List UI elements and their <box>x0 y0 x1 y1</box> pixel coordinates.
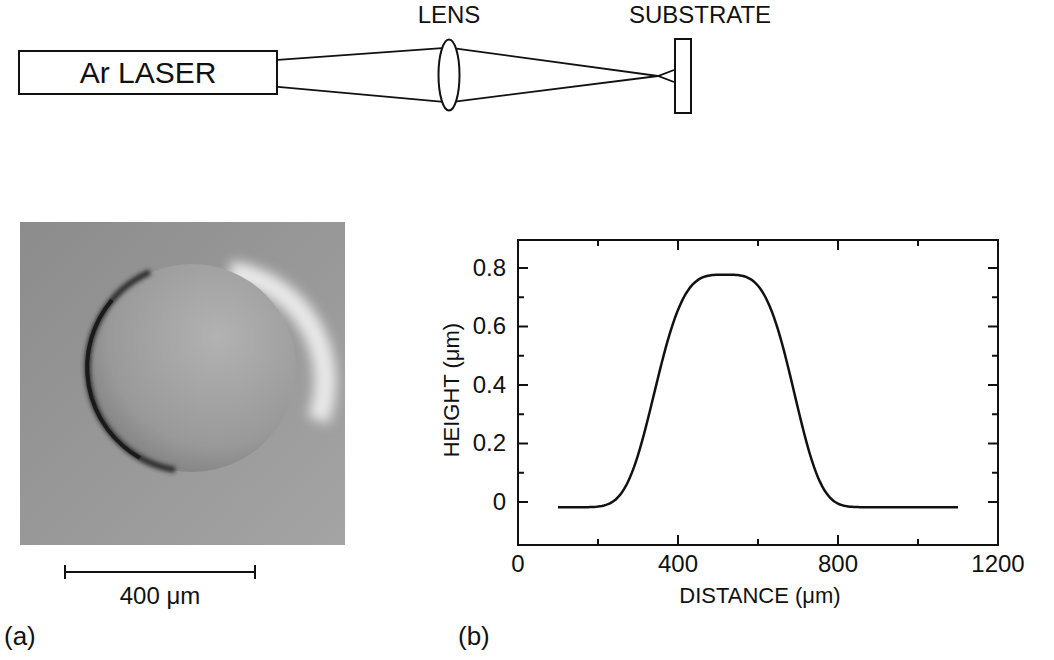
tick-label: 0.6 <box>473 313 506 339</box>
substrate: SUBSTRATE <box>600 0 800 118</box>
dome <box>88 264 296 472</box>
tick-label: 0.2 <box>473 430 506 456</box>
panel-label: (b) <box>458 622 490 651</box>
tick-label: 1200 <box>971 551 1024 577</box>
axis-ticks <box>518 240 998 545</box>
dome-shadow <box>88 272 175 470</box>
height-profile <box>558 275 958 508</box>
part-label: LENS <box>418 2 481 28</box>
box-label: Ar LASER <box>80 56 217 89</box>
scale-label: 400 μm <box>120 583 201 609</box>
axis-title: DISTANCE (μm) <box>679 584 840 608</box>
lens: LENS <box>395 0 503 115</box>
laser-box: Ar LASER <box>18 50 278 95</box>
micrograph <box>20 222 345 545</box>
height-plot <box>518 240 998 545</box>
panel-label: (a) <box>4 622 36 651</box>
tick-label: 0 <box>511 551 524 577</box>
scale-bar <box>65 565 255 579</box>
laser-beam <box>449 48 674 103</box>
tick-label: 800 <box>818 551 858 577</box>
tick-label: 0.4 <box>473 372 506 398</box>
tick-label: 400 <box>658 551 698 577</box>
part-label: SUBSTRATE <box>629 2 771 28</box>
photo-ground <box>20 222 345 545</box>
axis-title: HEIGHT (μm) <box>440 323 464 457</box>
lens-shape <box>437 38 461 112</box>
tick-label: 0.8 <box>473 255 506 281</box>
plot-frame <box>518 240 998 545</box>
tick-label: 0 <box>493 489 506 515</box>
dome-edge <box>87 300 140 458</box>
substrate-shape <box>674 38 692 114</box>
laser-beam <box>278 48 449 103</box>
